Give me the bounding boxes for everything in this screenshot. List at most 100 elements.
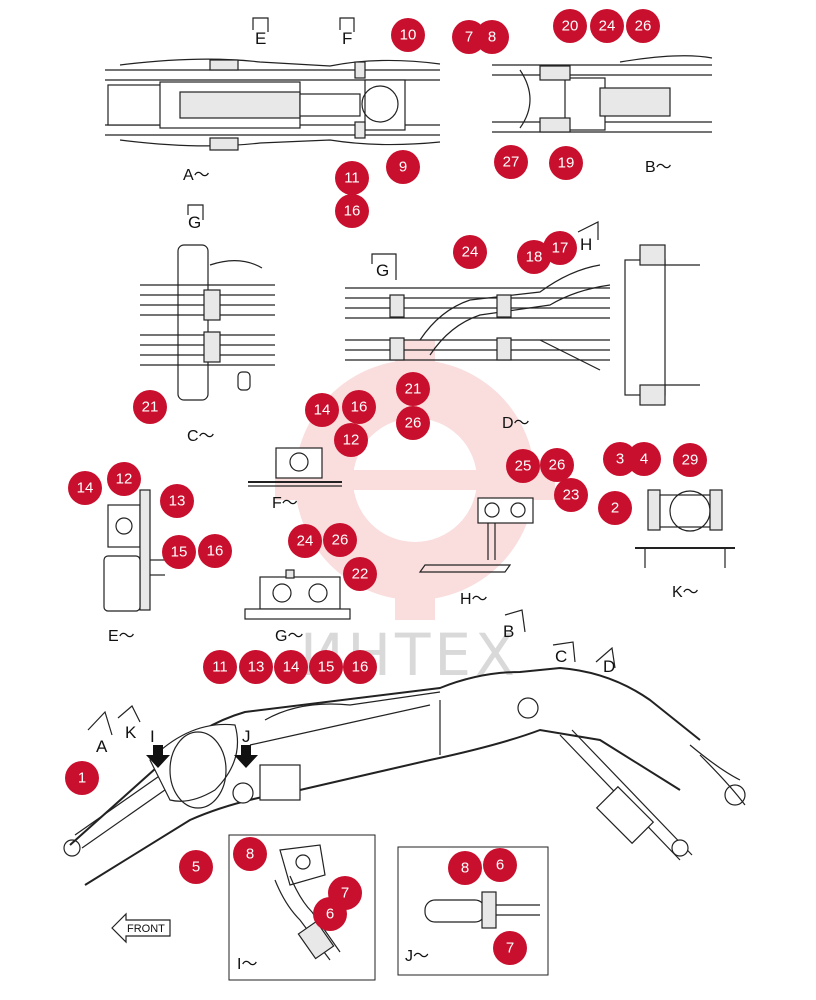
callout-number: 16 <box>344 203 361 220</box>
front-label: FRONT <box>127 923 165 935</box>
callout-bubble <box>543 231 577 265</box>
callout-c15b: 15 <box>309 650 343 684</box>
callout-bubble <box>590 9 624 43</box>
callout-c20: 20 <box>553 9 587 43</box>
callout-number: 1 <box>78 770 86 787</box>
callout-c21a: 21 <box>396 372 430 406</box>
callout-number: 24 <box>297 533 314 550</box>
marker-i: I <box>150 727 155 746</box>
callout-bubble <box>107 462 141 496</box>
callout-c24c: 24 <box>288 524 322 558</box>
view-d-drawing <box>345 244 700 406</box>
callout-bubble <box>305 393 339 427</box>
marker-f: F <box>342 29 352 48</box>
detail-j-drawing <box>424 891 540 929</box>
callout-number: 14 <box>283 659 300 676</box>
front-arrow-icon <box>111 912 171 944</box>
callout-number: 27 <box>503 154 520 171</box>
callout-c16c: 16 <box>198 534 232 568</box>
callout-c14c: 14 <box>274 650 308 684</box>
marker-d: D <box>603 657 615 676</box>
callout-number: 16 <box>207 543 224 560</box>
callout-number: 13 <box>169 493 186 510</box>
callout-number: 29 <box>682 452 699 469</box>
callout-bubble <box>517 240 551 274</box>
callout-number: 11 <box>212 659 228 676</box>
callout-bubble <box>553 9 587 43</box>
marker-k: K <box>125 723 137 742</box>
callout-number: 4 <box>640 451 648 468</box>
callout-c9: 9 <box>386 150 420 184</box>
callout-c2: 2 <box>598 491 632 525</box>
callout-c27: 27 <box>494 145 528 179</box>
callout-c8a: 8 <box>475 20 509 54</box>
marker-a: A <box>96 737 108 756</box>
callout-bubble <box>335 194 369 228</box>
callout-bubble <box>493 931 527 965</box>
callout-bubble <box>162 535 196 569</box>
callout-number: 26 <box>332 532 349 549</box>
callout-number: 3 <box>616 451 624 468</box>
callout-number: 21 <box>405 381 422 398</box>
callout-number: 8 <box>488 29 496 46</box>
callout-c22: 22 <box>343 557 377 591</box>
callout-number: 15 <box>171 544 188 561</box>
marker-e: E <box>255 29 266 48</box>
callout-c4: 4 <box>627 442 661 476</box>
view-i-label: I～ <box>237 956 257 973</box>
callout-bubble <box>540 448 574 482</box>
callout-number: 26 <box>549 457 566 474</box>
callout-c6b: 6 <box>483 848 517 882</box>
view-f-label: F～ <box>272 495 298 512</box>
callout-c26b: 26 <box>396 406 430 440</box>
callout-bubble <box>335 161 369 195</box>
callout-bubble <box>448 851 482 885</box>
callout-bubble <box>179 850 213 884</box>
callout-bubble <box>323 523 357 557</box>
callout-c3: 3 <box>603 442 637 476</box>
view-a-drawing <box>105 58 441 151</box>
callout-number: 5 <box>192 859 200 876</box>
callout-c29: 29 <box>673 443 707 477</box>
callout-c6a: 6 <box>313 897 347 931</box>
detail-i-frame <box>228 834 376 981</box>
callout-bubble <box>598 491 632 525</box>
marker-g1: G <box>188 213 201 232</box>
view-k-label: K～ <box>672 584 699 601</box>
marker-h: H <box>580 235 592 254</box>
callout-c23: 23 <box>554 478 588 512</box>
marker-c: C <box>555 647 567 666</box>
callout-number: 14 <box>77 480 94 497</box>
callout-c26a: 26 <box>626 9 660 43</box>
callout-bubble <box>65 761 99 795</box>
callout-number: 2 <box>611 500 619 517</box>
callout-bubble <box>494 145 528 179</box>
callout-bubble <box>343 557 377 591</box>
callout-c18: 18 <box>517 240 551 274</box>
arrow-j-icon <box>234 745 258 768</box>
callout-number: 26 <box>635 18 652 35</box>
callout-number: 6 <box>496 857 504 874</box>
callout-c8c: 8 <box>448 851 482 885</box>
callout-bubble <box>233 837 267 871</box>
view-h-label: H～ <box>460 591 488 608</box>
callout-bubble <box>506 449 540 483</box>
callout-number: 26 <box>405 415 422 432</box>
callout-bubble <box>483 848 517 882</box>
view-e-drawing <box>103 489 165 612</box>
view-e-label: E～ <box>108 628 135 645</box>
callout-bubble <box>274 650 308 684</box>
callout-c12b: 12 <box>107 462 141 496</box>
callout-number: 25 <box>515 458 532 475</box>
callout-c14a: 14 <box>305 393 339 427</box>
callout-c13a: 13 <box>160 484 194 518</box>
callout-c16d: 16 <box>343 650 377 684</box>
callout-number: 16 <box>352 659 369 676</box>
callout-bubble <box>313 897 347 931</box>
callout-bubble <box>396 372 430 406</box>
callout-c1: 1 <box>65 761 99 795</box>
callout-number: 7 <box>506 940 514 957</box>
arrow-i-icon <box>146 745 170 768</box>
